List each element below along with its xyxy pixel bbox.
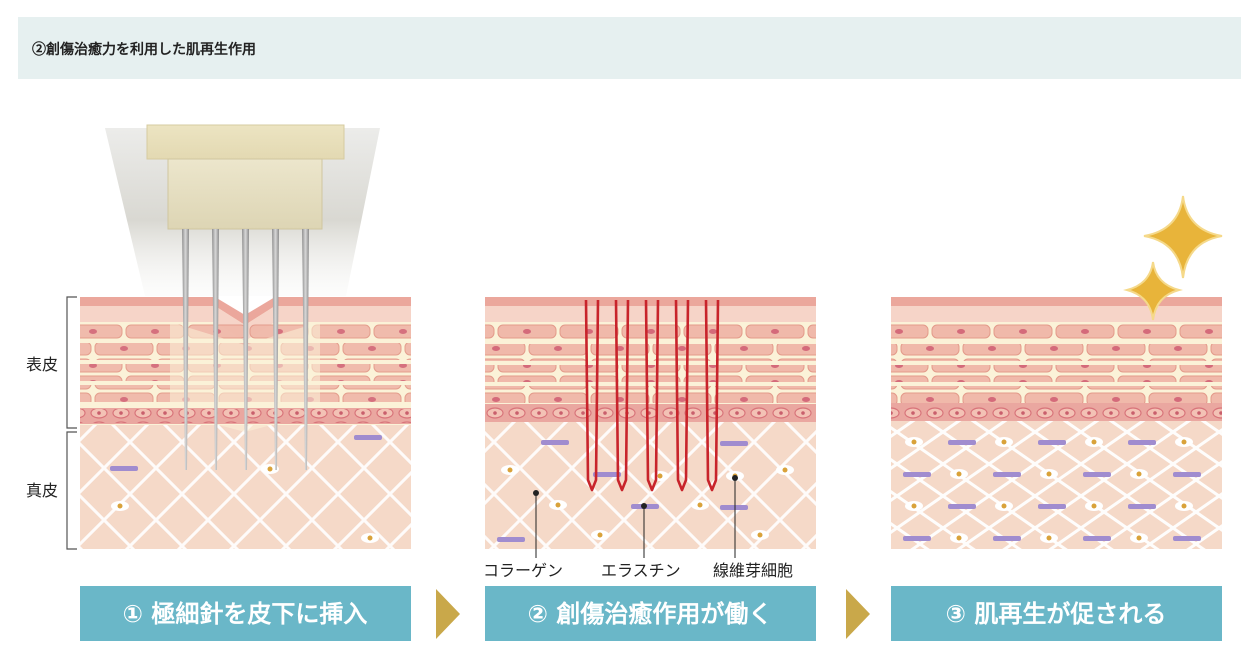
collagen-label: コラーゲン <box>483 561 563 580</box>
section-header: ②創傷治癒力を利用した肌再生作用 <box>18 17 1241 79</box>
arrow-right-icon <box>436 589 460 639</box>
epidermis-bracket <box>66 296 77 429</box>
step-1-label: ① 極細針を皮下に挿入 <box>123 600 368 628</box>
micro-needles <box>182 229 309 470</box>
arrow-right-icon <box>846 589 870 639</box>
step-2-label: ② 創傷治癒作用が働く <box>528 600 773 628</box>
device-body <box>167 158 323 230</box>
step-banner-1: ① 極細針を皮下に挿入 <box>80 586 411 641</box>
callout-lines <box>535 478 736 558</box>
dermis-label: 真皮 <box>26 481 58 500</box>
dermis-bracket <box>66 431 77 550</box>
step-banner-2: ② 創傷治癒作用が働く <box>485 586 816 641</box>
dermis-cells <box>110 435 382 543</box>
sparkle-icon <box>1123 195 1223 321</box>
wound-channels <box>584 299 720 492</box>
panel-3-regeneration <box>891 195 1223 549</box>
dermis-cells <box>497 440 794 542</box>
step-3-label: ③ 肌再生が促される <box>946 600 1167 628</box>
fibroblast-label: 線維芽細胞 <box>713 561 793 580</box>
section-title: ②創傷治癒力を利用した肌再生作用 <box>32 42 256 58</box>
elastin-label: エラスチン <box>601 561 681 580</box>
device-cap <box>146 124 345 160</box>
step-banner-3: ③ 肌再生が促される <box>891 586 1222 641</box>
panel-1-insertion: 表皮 真皮 <box>26 124 411 550</box>
panel-2-wound-healing: コラーゲン エラスチン 線維芽細胞 <box>483 297 816 580</box>
epidermis-label: 表皮 <box>26 355 58 374</box>
dense-dermis-fibers <box>903 437 1201 543</box>
